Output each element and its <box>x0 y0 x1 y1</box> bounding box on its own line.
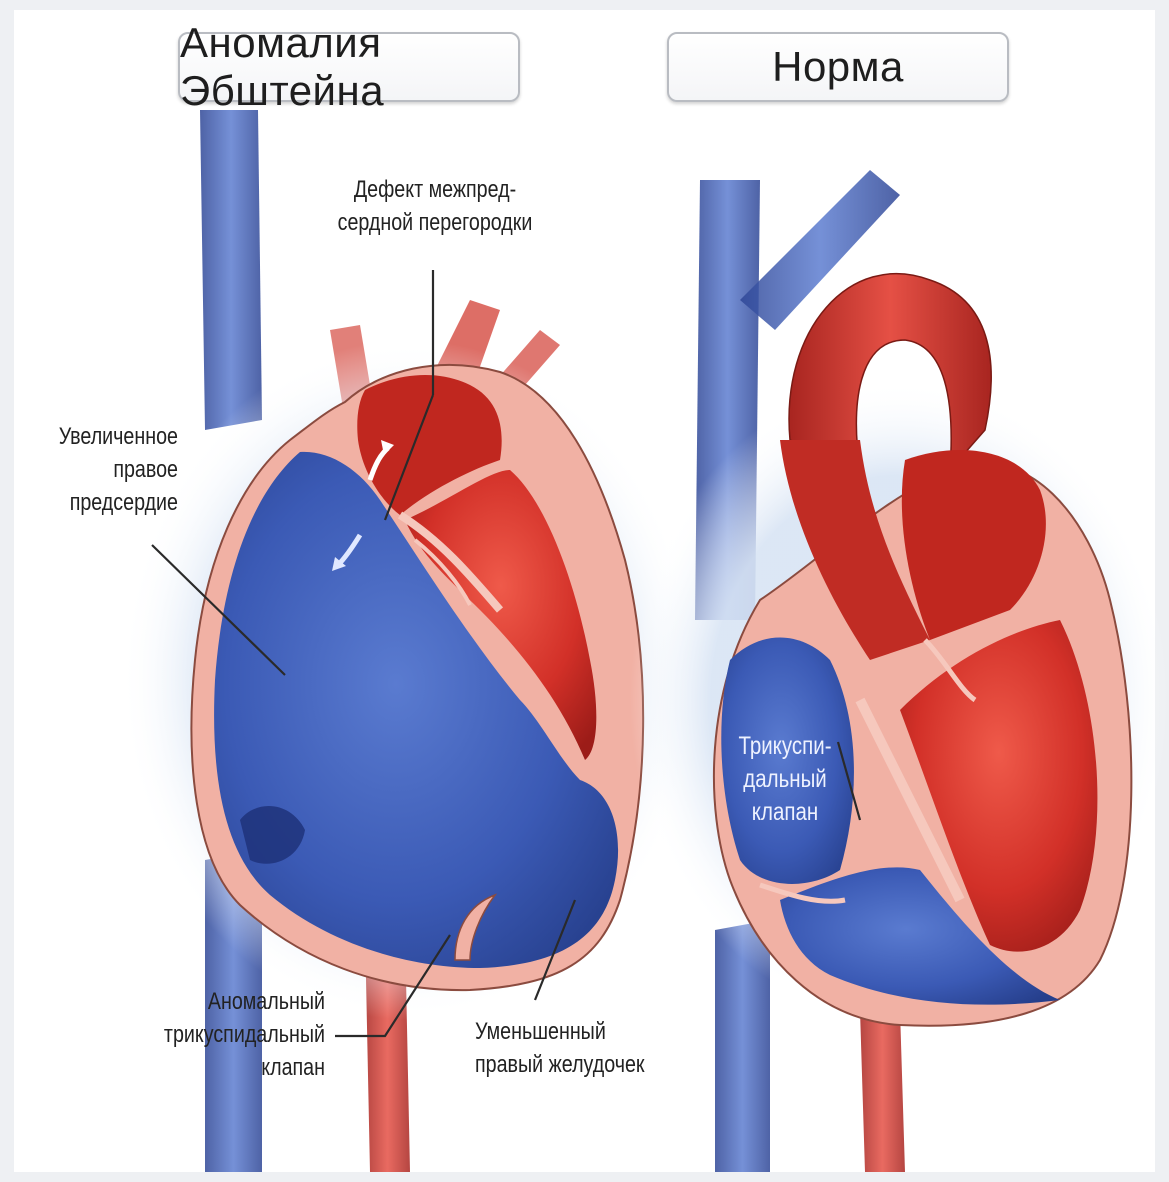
title-ebstein: Аномалия Эбштейна <box>178 32 520 102</box>
title-normal: Норма <box>667 32 1009 102</box>
label-enlarged-right-atrium: Увеличенное правое предсердие <box>40 420 178 519</box>
superior-vena-cava-left <box>200 110 262 430</box>
descending-aorta-right <box>860 1010 905 1172</box>
label-reduced-right-ventricle: Уменьшенный правый желудочек <box>475 1015 664 1081</box>
normal-heart <box>630 170 1169 1172</box>
label-atrial-septal-defect: Дефект межпред- сердной перегородки <box>316 173 554 239</box>
label-tricuspid-valve-normal: Трикуспи- дальный клапан <box>728 730 843 829</box>
label-abnormal-tricuspid-valve: Аномальный трикуспидальный клапан <box>141 985 326 1084</box>
